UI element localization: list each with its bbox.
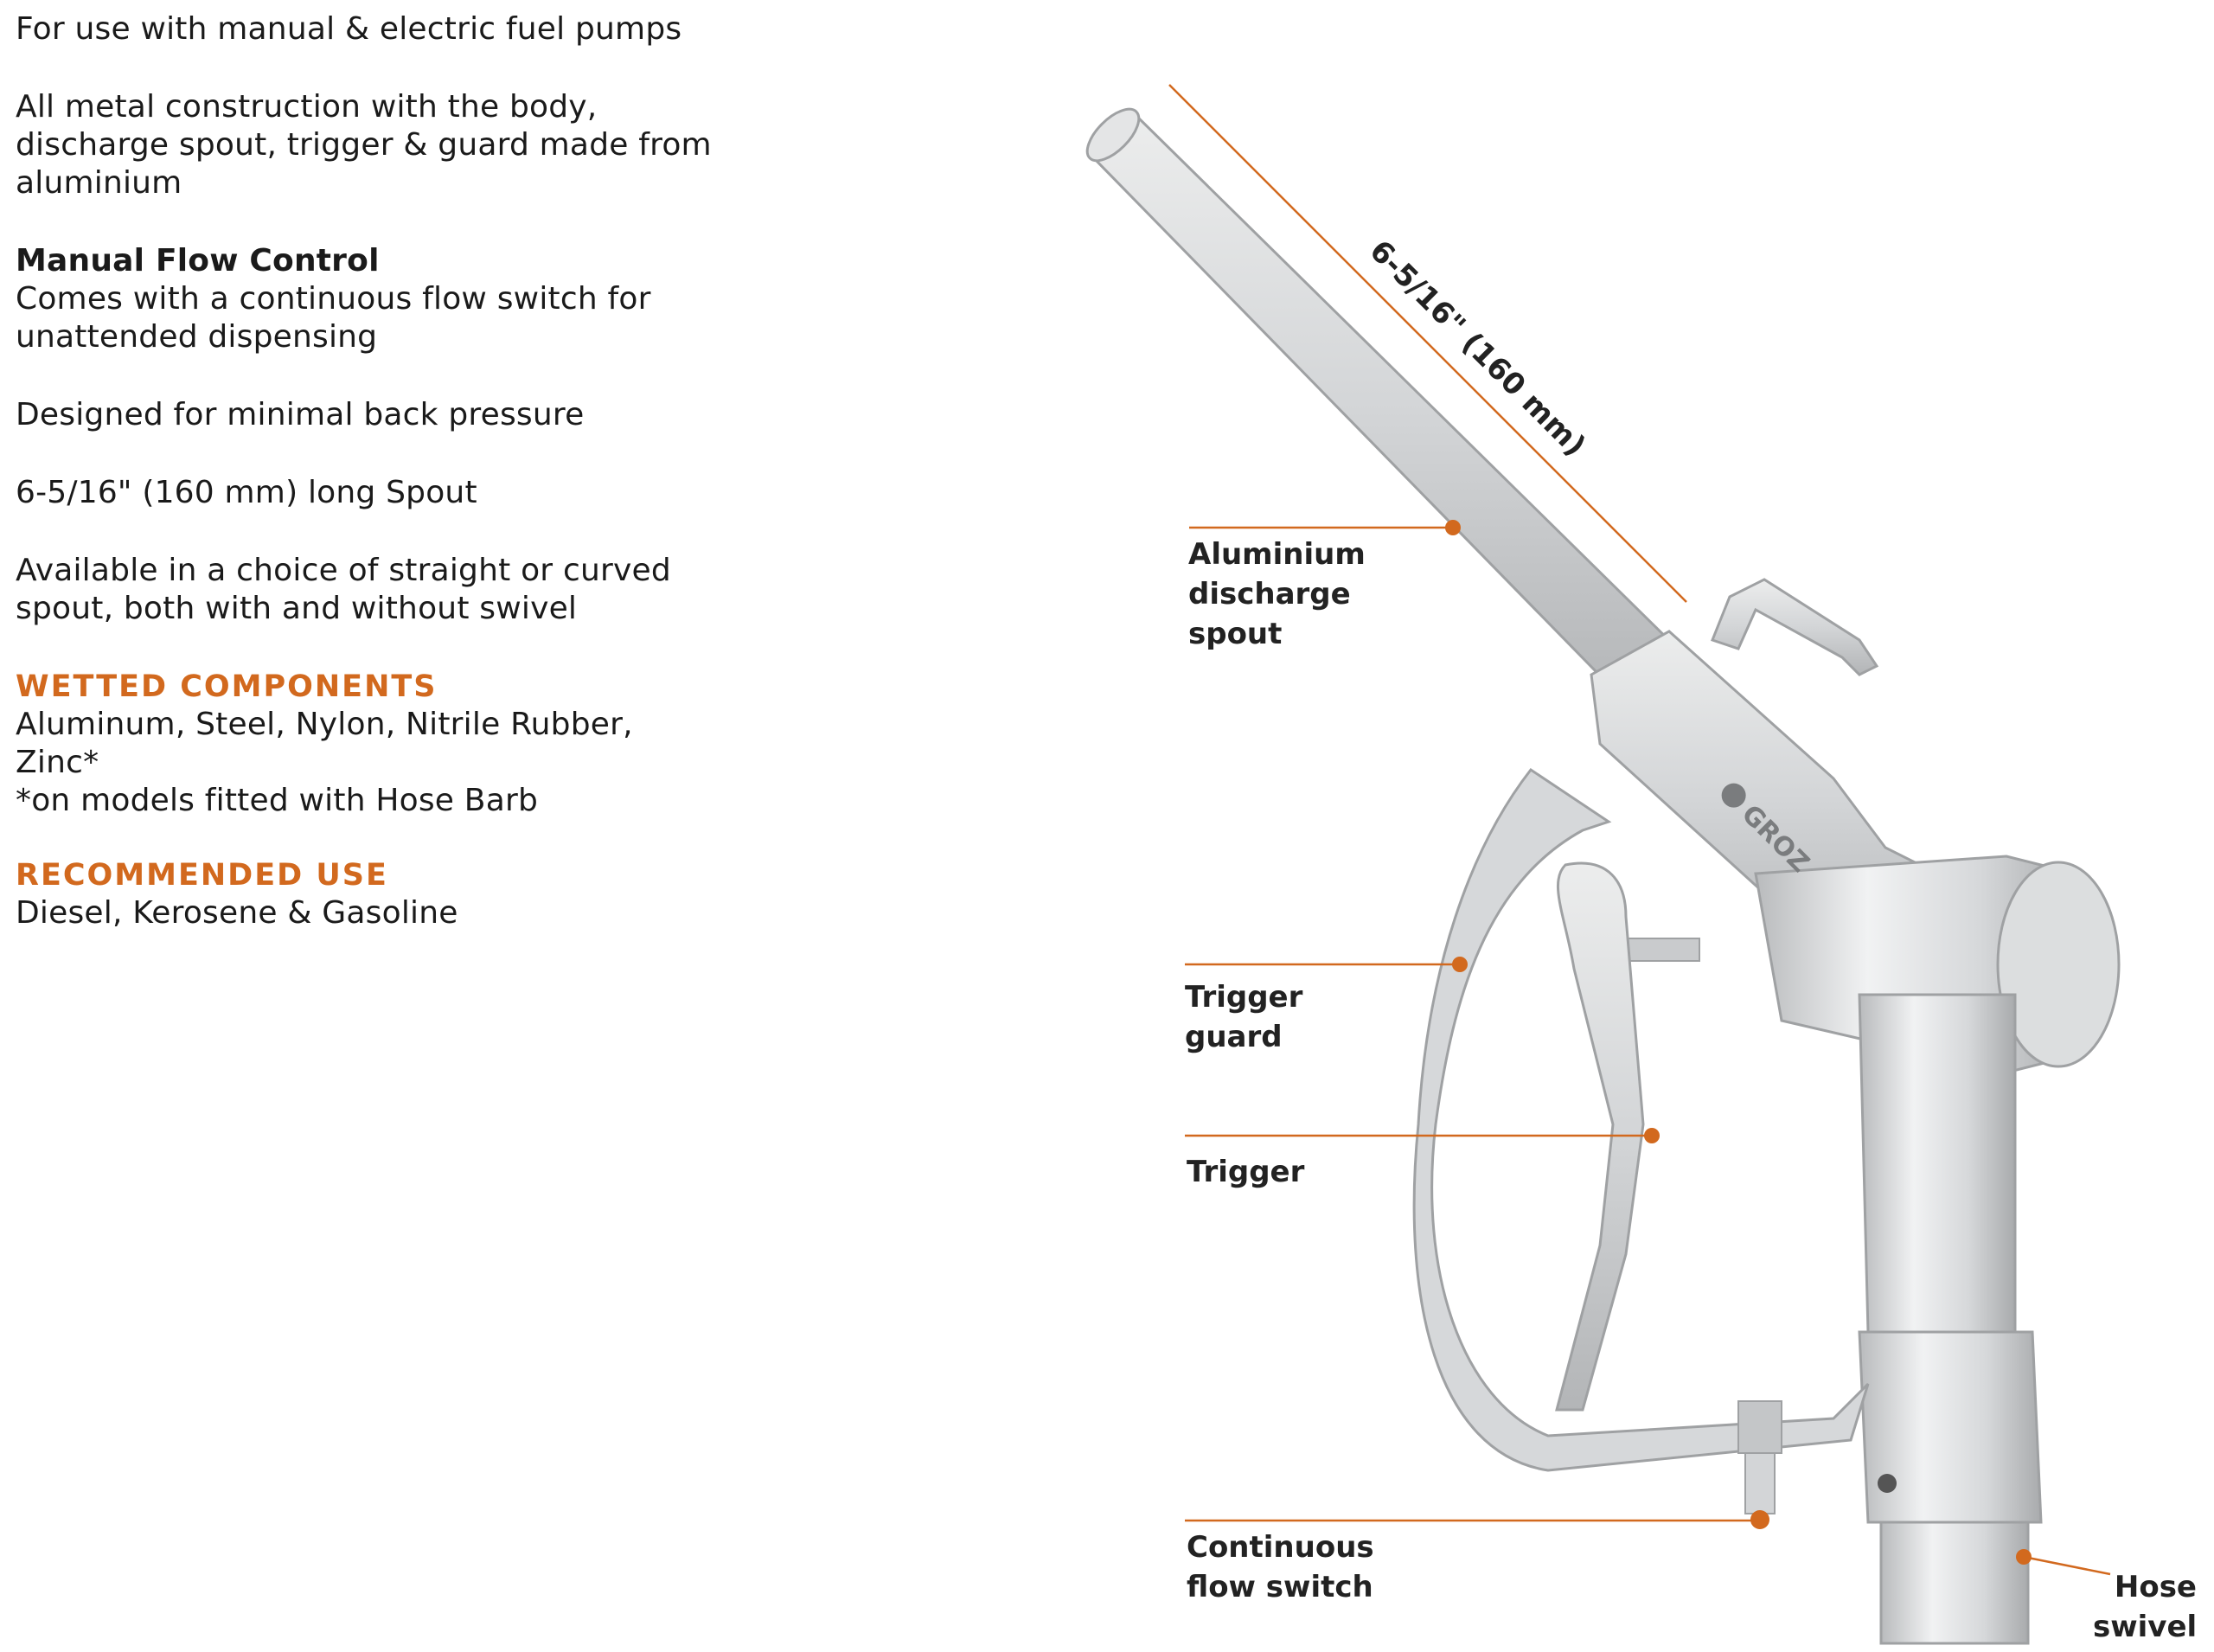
wetted-components-text: Aluminum, Steel, Nylon, Nitrile Rubber, … (16, 707, 633, 780)
feature-construction: All metal construction with the body, di… (16, 89, 712, 201)
label-spout-line3: spout (1188, 617, 1283, 651)
feature-back-pressure: Designed for minimal back pressure (16, 397, 585, 432)
feature-spout-choice: Available in a choice of straight or cur… (16, 553, 671, 626)
swivel-leader (2023, 1555, 2111, 1576)
label-trigger-line1: Trigger (1187, 1155, 1305, 1189)
label-spout-line1: Aluminium (1188, 537, 1366, 572)
label-flow-switch: Continuous flow switch (1187, 1527, 1374, 1607)
label-spout: Aluminium discharge spout (1188, 535, 1366, 654)
label-switch-line1: Continuous (1187, 1530, 1374, 1565)
label-hose-swivel: Hose swivel (2093, 1567, 2197, 1647)
label-guard-line1: Trigger (1185, 980, 1303, 1015)
wetted-components-block: WETTED COMPONENTS Aluminum, Steel, Nylon… (16, 668, 725, 820)
flow-switch (1737, 1400, 1782, 1529)
feature-spout-length: 6-5/16" (160 mm) long Spout (16, 475, 477, 510)
label-switch-line2: flow switch (1187, 1570, 1373, 1604)
discharge-spout (1085, 107, 1689, 712)
label-guard-line2: guard (1185, 1020, 1283, 1054)
dimension-line (1168, 84, 1687, 603)
hanger-hook (1711, 578, 1879, 676)
flow-control-title: Manual Flow Control (16, 243, 380, 279)
recommended-use-block: RECOMMENDED USE Diesel, Kerosene & Gasol… (16, 856, 725, 932)
recommended-use-heading: RECOMMENDED USE (16, 858, 388, 893)
label-trigger: Trigger (1187, 1152, 1304, 1192)
label-swivel-line1: Hose (2114, 1570, 2197, 1604)
specifications-panel: For use with manual & electric fuel pump… (16, 10, 725, 969)
feature-pumps: For use with manual & electric fuel pump… (16, 11, 682, 47)
nozzle-body (1590, 630, 2121, 1645)
label-swivel-line2: swivel (2093, 1610, 2198, 1644)
wetted-components-heading: WETTED COMPONENTS (16, 669, 438, 704)
leader-dots (1445, 520, 2032, 1565)
flow-control-block: Manual Flow Control Comes with a continu… (16, 242, 725, 356)
wetted-components-note: *on models fitted with Hose Barb (16, 783, 539, 818)
recommended-use-text: Diesel, Kerosene & Gasoline (16, 895, 458, 931)
label-spout-line2: discharge (1188, 577, 1351, 611)
label-trigger-guard: Trigger guard (1185, 977, 1302, 1057)
trigger-guard (1412, 767, 1870, 1472)
flow-control-text: Comes with a continuous flow switch for … (16, 281, 651, 355)
trigger-lever (1555, 861, 1645, 1412)
leader-lines (1168, 84, 2111, 1576)
